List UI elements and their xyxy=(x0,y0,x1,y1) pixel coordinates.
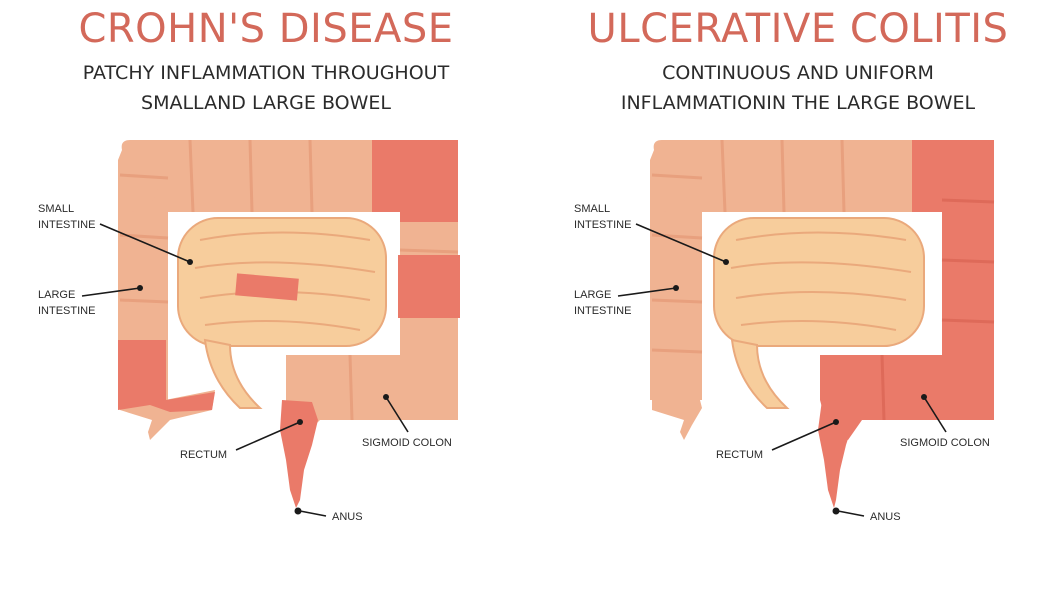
crohns-subtitle-line1: PATCHY INFLAMMATION THROUGHOUT xyxy=(82,62,450,84)
colitis-subtitle-line2: INFLAMMATIONIN THE LARGE BOWEL xyxy=(620,92,976,114)
colitis-subtitle-line1: CONTINUOUS AND UNIFORM xyxy=(662,62,934,84)
crohns-dot-anus xyxy=(294,507,302,515)
colitis-dot-small xyxy=(723,259,729,265)
crohns-sigmoid-colon xyxy=(286,355,458,440)
crohns-label-sigmoid: SIGMOID COLON xyxy=(362,437,452,449)
colitis-intestine-diagram: SMALL INTESTINE LARGE INTESTINE RECTUM S… xyxy=(574,139,995,523)
crohns-dot-rectum xyxy=(297,419,303,425)
colitis-transverse-colon xyxy=(662,140,932,212)
crohns-leader-anus xyxy=(299,510,327,517)
crohns-label-rectum: RECTUM xyxy=(180,449,227,461)
crohns-label-large-1: LARGE xyxy=(38,289,75,301)
colitis-label-large-2: INTESTINE xyxy=(574,305,631,317)
colitis-leader-sigmoid xyxy=(923,396,947,433)
colitis-title: ULCERATIVE COLITIS xyxy=(587,6,1009,52)
crohns-label-anus: ANUS xyxy=(332,511,363,523)
crohns-title: CROHN'S DISEASE xyxy=(78,6,454,52)
crohns-subtitle-line2: SMALLAND LARGE BOWEL xyxy=(141,92,391,114)
crohns-transverse-colon xyxy=(130,140,430,212)
crohns-small-intestine-patch xyxy=(235,273,299,301)
colitis-leader-rectum xyxy=(771,421,837,451)
colitis-dot-anus xyxy=(832,507,840,515)
colitis-label-small-1: SMALL xyxy=(574,203,610,215)
colitis-inflamed-sigmoid xyxy=(820,355,994,440)
colitis-label-large-1: LARGE xyxy=(574,289,611,301)
crohns-intestine-diagram: SMALL INTESTINE LARGE INTESTINE RECTUM S… xyxy=(38,139,460,523)
crohns-patch-cecum xyxy=(118,340,215,412)
colitis-dot-rectum xyxy=(833,419,839,425)
crohns-leader-rectum xyxy=(235,421,301,451)
colitis-dot-large xyxy=(673,285,679,291)
crohns-panel: CROHN'S DISEASE PATCHY INFLAMMATION THRO… xyxy=(38,6,460,523)
colitis-label-small-2: INTESTINE xyxy=(574,219,631,231)
crohns-dot-small xyxy=(187,259,193,265)
colitis-label-sigmoid: SIGMOID COLON xyxy=(900,437,990,449)
colitis-label-anus: ANUS xyxy=(870,511,901,523)
crohns-patch-descending xyxy=(398,255,460,318)
crohns-dot-large xyxy=(137,285,143,291)
colitis-large-intestine xyxy=(650,139,932,440)
colitis-inflamed-rectum xyxy=(818,400,854,508)
crohns-small-intestine xyxy=(177,217,387,409)
crohns-patch-hepatic xyxy=(372,140,458,222)
colitis-small-intestine xyxy=(713,217,925,409)
colitis-leader-large xyxy=(617,287,677,297)
colitis-panel: ULCERATIVE COLITIS CONTINUOUS AND UNIFOR… xyxy=(532,0,1064,590)
crohns-dot-sigmoid xyxy=(383,394,389,400)
crohns-leader-large xyxy=(81,287,141,297)
crohns-label-large-2: INTESTINE xyxy=(38,305,95,317)
crohns-leader-small xyxy=(99,223,191,263)
colitis-leader-small xyxy=(635,223,727,263)
colitis-inflamed-region xyxy=(818,140,995,508)
colitis-leader-anus xyxy=(837,510,865,517)
crohns-leader-sigmoid xyxy=(385,396,409,433)
colitis-dot-sigmoid xyxy=(921,394,927,400)
crohns-label-small-1: SMALL xyxy=(38,203,74,215)
crohns-patch-rectum xyxy=(280,400,318,508)
colitis-label-rectum: RECTUM xyxy=(716,449,763,461)
crohns-label-small-2: INTESTINE xyxy=(38,219,95,231)
colitis-cecum-tail xyxy=(652,400,702,440)
